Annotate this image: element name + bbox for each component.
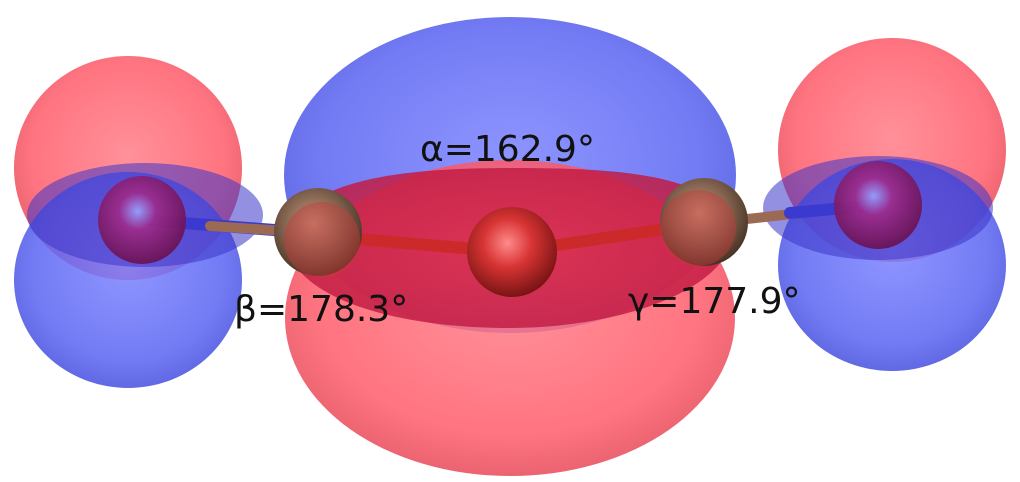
carbon-atom-right-overlay xyxy=(660,190,736,266)
carbon-atom-left xyxy=(274,188,362,276)
beta-angle-label: β=178.3° xyxy=(234,289,409,330)
carbon-atom-right xyxy=(660,178,748,266)
terminal-atom-left xyxy=(98,176,186,264)
oxygen-atom-center xyxy=(467,207,557,297)
alpha-angle-label: α=162.9° xyxy=(420,129,595,170)
carbon-atom-left-overlay xyxy=(284,202,360,278)
terminal-atom-right xyxy=(834,161,922,249)
atoms xyxy=(98,161,922,297)
gamma-angle-label: γ=177.9° xyxy=(628,281,801,322)
